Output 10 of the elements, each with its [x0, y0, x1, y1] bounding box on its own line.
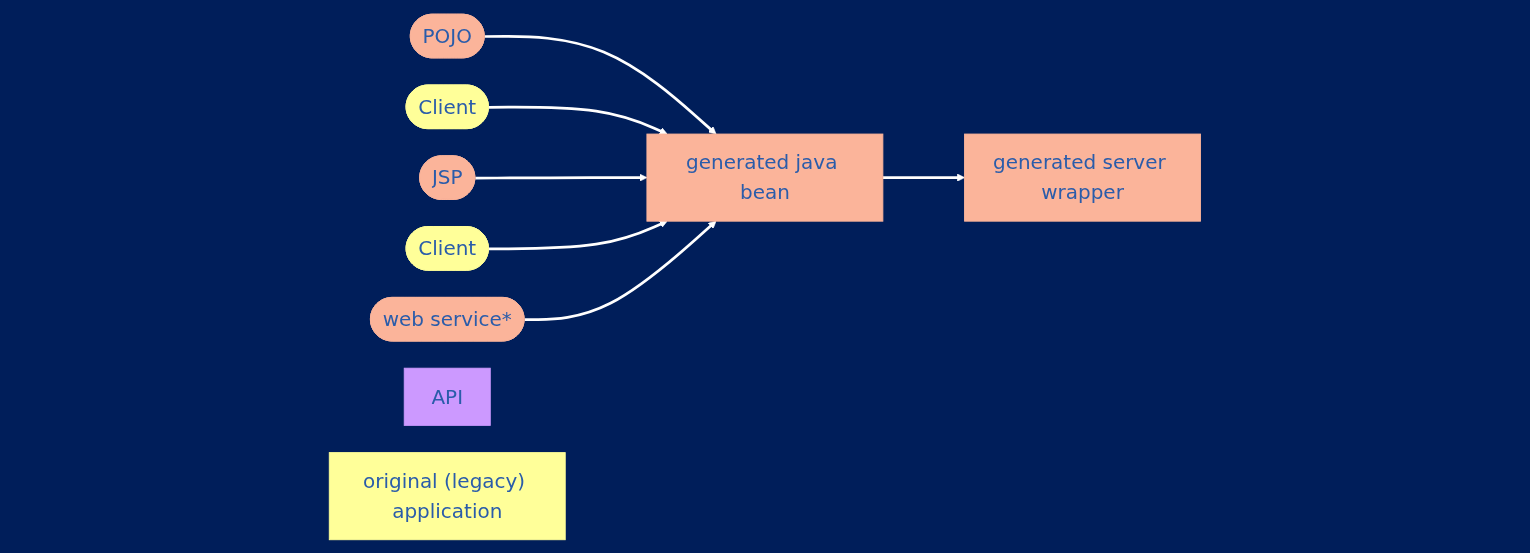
arrow — [488, 219, 668, 250]
node-box: API — [403, 367, 491, 426]
node-box: generated server wrapper — [964, 133, 1202, 222]
arrow — [488, 105, 668, 135]
arrow — [484, 34, 717, 134]
node-box: original (legacy) application — [328, 451, 566, 540]
arrow — [475, 173, 648, 182]
arrow — [524, 220, 717, 321]
arrow — [883, 173, 965, 182]
node-box: generated java bean — [646, 133, 884, 222]
